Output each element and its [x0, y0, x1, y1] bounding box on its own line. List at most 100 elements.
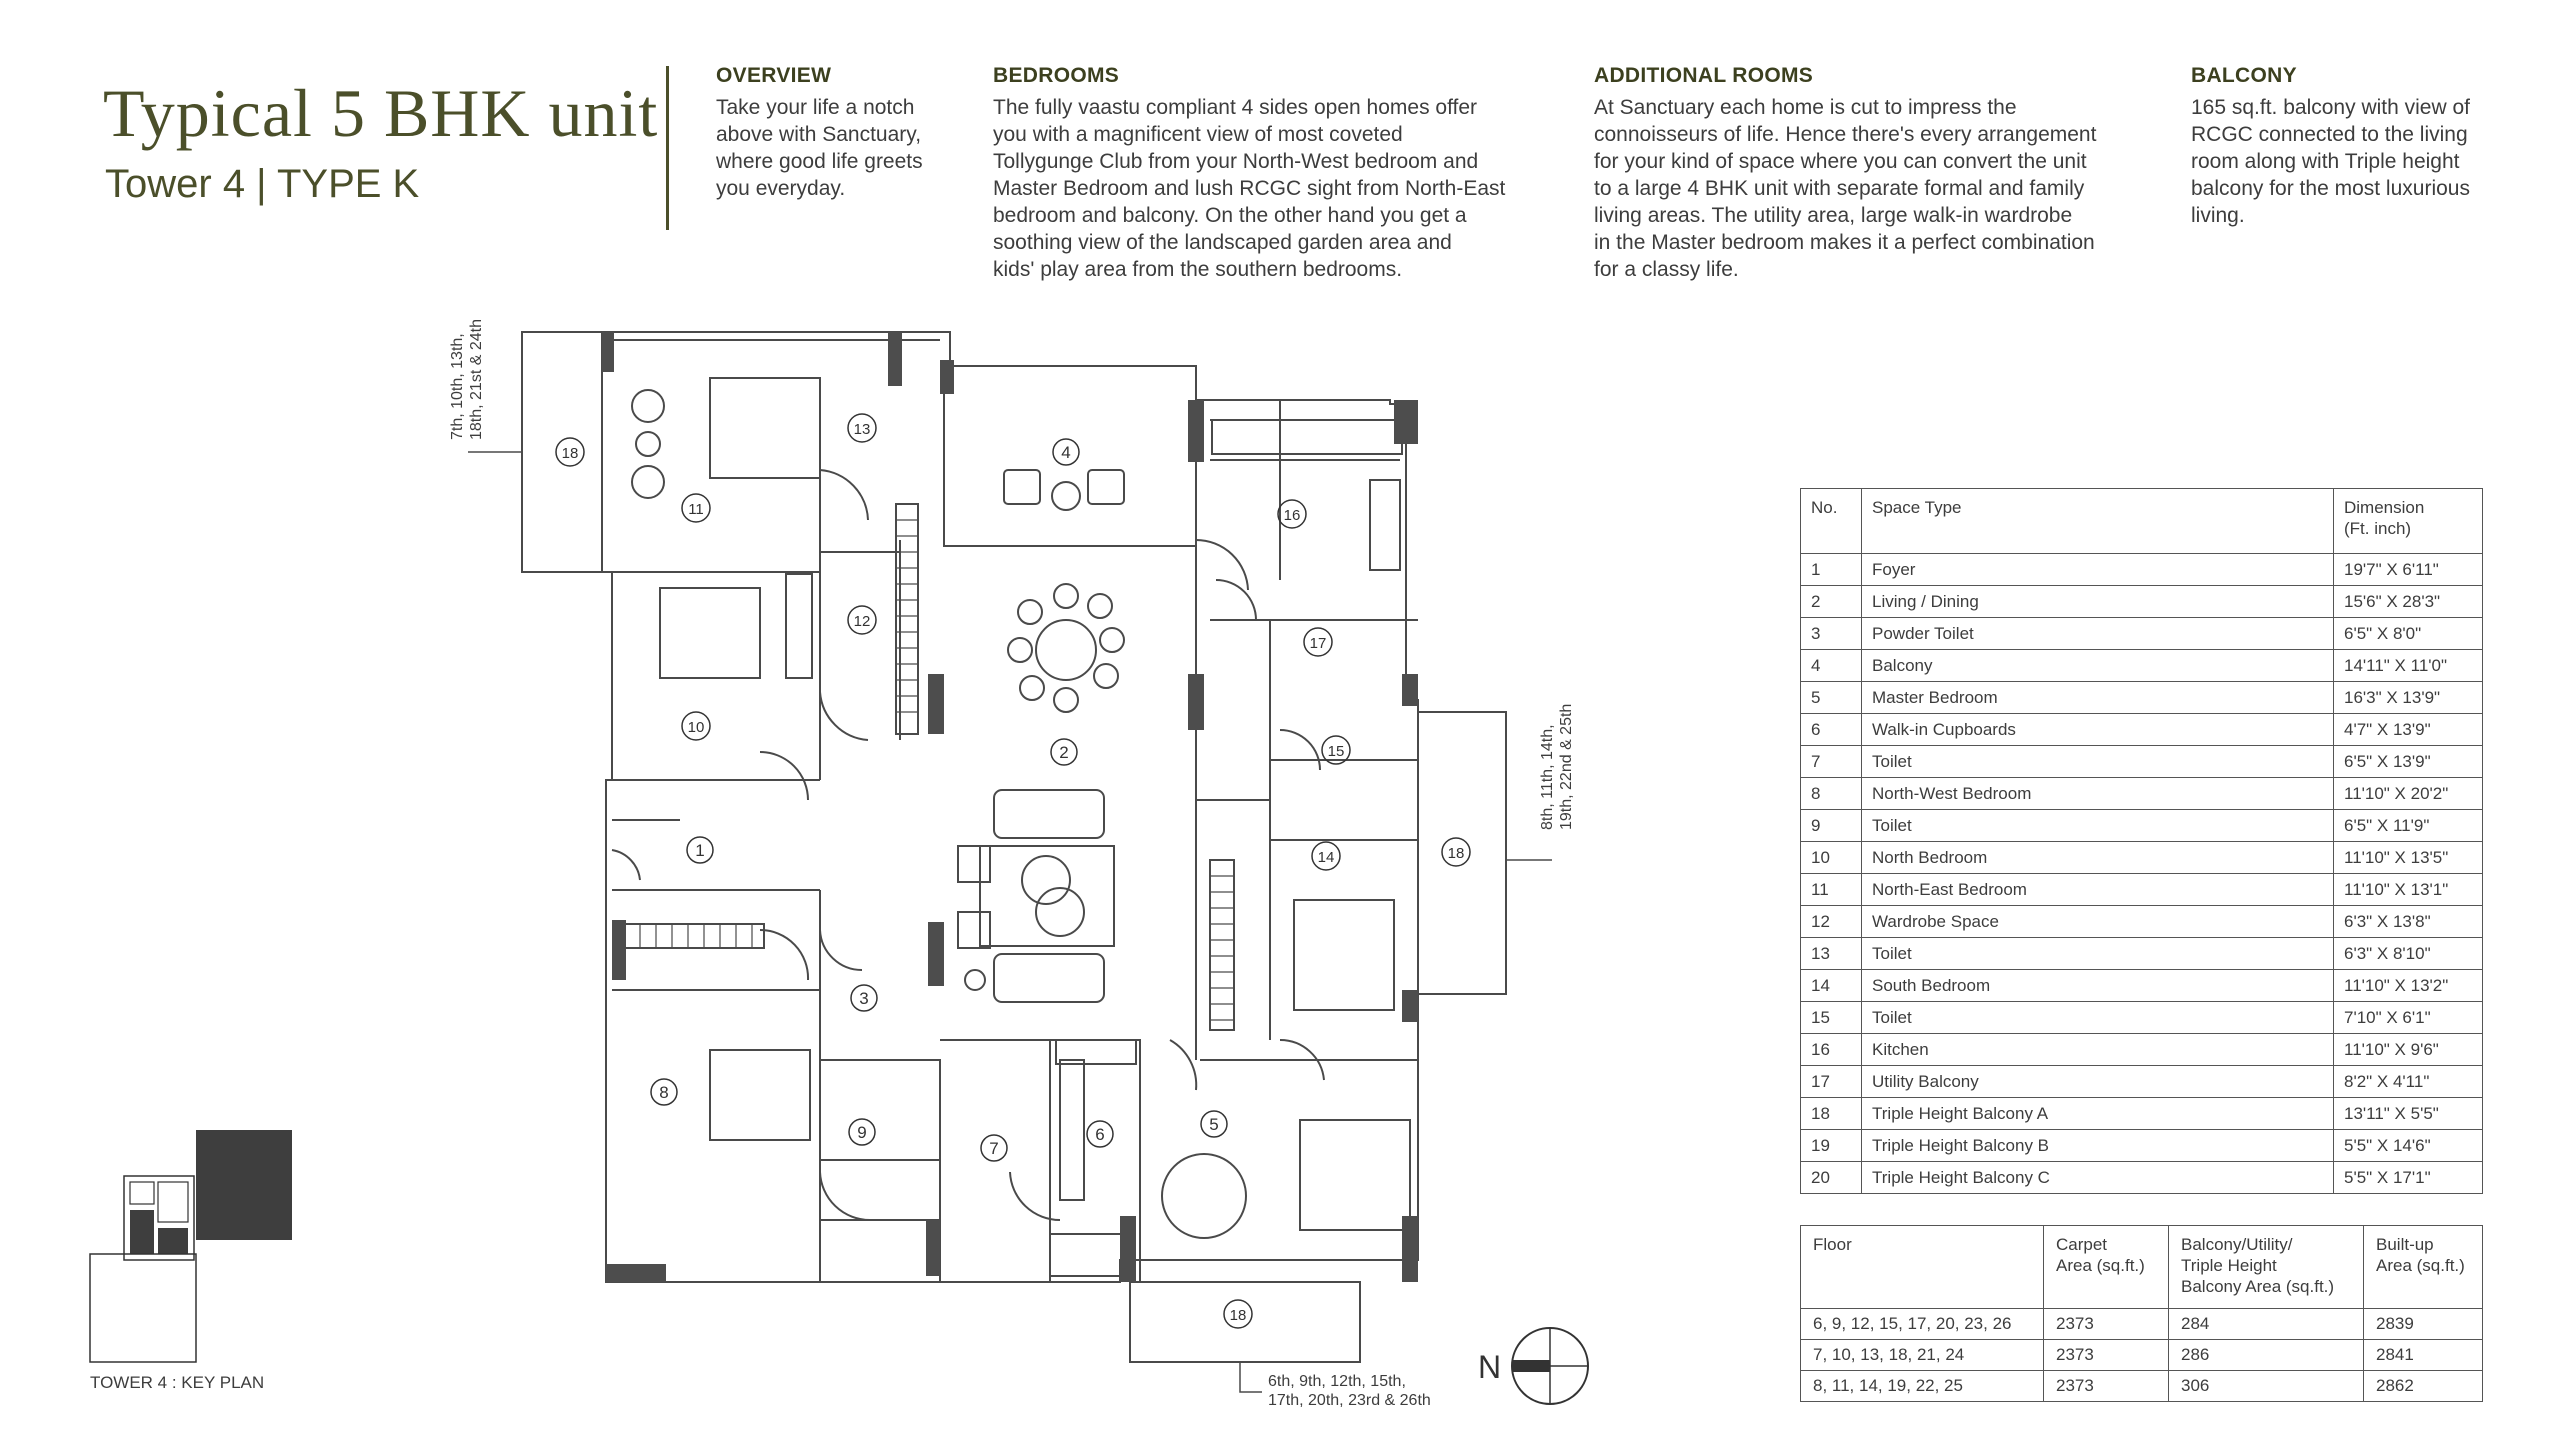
balcony-18-right	[1417, 711, 1507, 995]
cell-no: 17	[1800, 1065, 1862, 1098]
cell-dim: 11'10" X 13'1"	[2333, 873, 2483, 906]
balcony-18-bottom	[1129, 1281, 1361, 1363]
cell-type: Wardrobe Space	[1861, 905, 2334, 938]
section-balcony-text: 165 sq.ft. balcony with view of RCGC con…	[2191, 96, 2470, 227]
cell-no: 5	[1800, 681, 1862, 714]
cell-no: 7	[1800, 745, 1862, 778]
svg-text:4: 4	[1061, 443, 1070, 462]
room-label-5: 5	[1200, 1110, 1228, 1138]
cell-dim: 5'5" X 17'1"	[2333, 1161, 2483, 1194]
section-additional-text: At Sanctuary each home is cut to impress…	[1594, 96, 2097, 281]
cell-floor: 7, 10, 13, 18, 21, 24	[1800, 1339, 2044, 1371]
room-label-11: 11	[681, 493, 711, 523]
table-header-row: No. Space Type Dimension(Ft. inch)	[1800, 488, 2483, 554]
cell-no: 1	[1800, 553, 1862, 586]
cell-type: Toilet	[1861, 1001, 2334, 1034]
room-label-6: 6	[1086, 1120, 1114, 1148]
room-label-16: 16	[1277, 499, 1307, 529]
cell-type: Kitchen	[1861, 1033, 2334, 1066]
cell-balcony: 286	[2168, 1339, 2364, 1371]
cell-type: Toilet	[1861, 809, 2334, 842]
svg-text:18: 18	[562, 445, 579, 462]
svg-text:2: 2	[1059, 743, 1068, 762]
key-plan-label: TOWER 4 : KEY PLAN	[90, 1373, 265, 1392]
cell-floor: 6, 9, 12, 15, 17, 20, 23, 26	[1800, 1308, 2044, 1340]
svg-text:18: 18	[1448, 845, 1465, 862]
svg-text:16: 16	[1284, 507, 1301, 524]
cell-no: 2	[1800, 585, 1862, 618]
cell-type: Balcony	[1861, 649, 2334, 682]
room-label-4: 4	[1052, 438, 1080, 466]
cell-no: 10	[1800, 841, 1862, 874]
cell-carpet: 2373	[2043, 1339, 2169, 1371]
section-additional-rooms: ADDITIONAL ROOMS At Sanctuary each home …	[1594, 64, 2174, 283]
section-balcony-title: BALCONY	[2191, 64, 2297, 87]
svg-text:10: 10	[688, 719, 705, 736]
cell-dim: 6'5" X 13'9"	[2333, 745, 2483, 778]
floor-note-right-1: 8th, 11th, 14th,	[1539, 724, 1556, 830]
page-subtitle: Tower 4 | TYPE K	[105, 162, 420, 206]
section-bedrooms-title: BEDROOMS	[993, 64, 1120, 87]
section-bedrooms-text: The fully vaastu compliant 4 sides open …	[993, 96, 1506, 281]
cell-type: South Bedroom	[1861, 969, 2334, 1002]
svg-text:17: 17	[1310, 635, 1327, 652]
cell-type: Powder Toilet	[1861, 617, 2334, 650]
svg-text:14: 14	[1318, 849, 1335, 866]
cell-carpet: 2373	[2043, 1308, 2169, 1340]
room-label-14: 14	[1311, 841, 1341, 871]
cell-dim: 15'6" X 28'3"	[2333, 585, 2483, 618]
floor-note-left-1: 7th, 10th, 13th,	[449, 333, 466, 440]
cell-dim: 14'11" X 11'0"	[2333, 649, 2483, 682]
cell-no: 3	[1800, 617, 1862, 650]
cell-dim: 5'5" X 14'6"	[2333, 1129, 2483, 1162]
cell-no: 4	[1800, 649, 1862, 682]
svg-text:1: 1	[695, 841, 704, 860]
svg-text:18: 18	[1230, 1307, 1247, 1324]
svg-text:8: 8	[659, 1083, 668, 1102]
cell-no: 14	[1800, 969, 1862, 1002]
section-overview-title: OVERVIEW	[716, 64, 832, 87]
cell-no: 15	[1800, 1001, 1862, 1034]
cell-no: 20	[1800, 1161, 1862, 1194]
cell-type: Toilet	[1861, 937, 2334, 970]
svg-text:3: 3	[859, 989, 868, 1008]
cell-type: North Bedroom	[1861, 841, 2334, 874]
cell-type: Triple Height Balcony A	[1861, 1097, 2334, 1130]
room-label-15: 15	[1321, 735, 1351, 765]
header-dimension: Dimension(Ft. inch)	[2333, 488, 2483, 554]
room-label-18-bottom: 18	[1223, 1299, 1253, 1329]
cell-no: 9	[1800, 809, 1862, 842]
cell-dim: 11'10" X 20'2"	[2333, 777, 2483, 810]
cell-carpet: 2373	[2043, 1370, 2169, 1402]
room-label-17: 17	[1303, 627, 1333, 657]
room-label-13: 13	[847, 413, 877, 443]
cell-balcony: 306	[2168, 1370, 2364, 1402]
cell-no: 11	[1800, 873, 1862, 906]
room-label-3: 3	[850, 984, 878, 1012]
svg-text:13: 13	[854, 421, 871, 438]
section-bedrooms: BEDROOMS The fully vaastu compliant 4 si…	[993, 64, 1583, 283]
svg-text:9: 9	[857, 1123, 866, 1142]
cell-builtup: 2841	[2363, 1339, 2483, 1371]
page-title: Typical 5 BHK unit	[103, 75, 659, 151]
header-floor: Floor	[1800, 1225, 2044, 1309]
key-plan-diagram	[89, 1130, 292, 1363]
cell-type: Living / Dining	[1861, 585, 2334, 618]
cell-dim: 11'10" X 13'2"	[2333, 969, 2483, 1002]
cell-dim: 11'10" X 13'5"	[2333, 841, 2483, 874]
